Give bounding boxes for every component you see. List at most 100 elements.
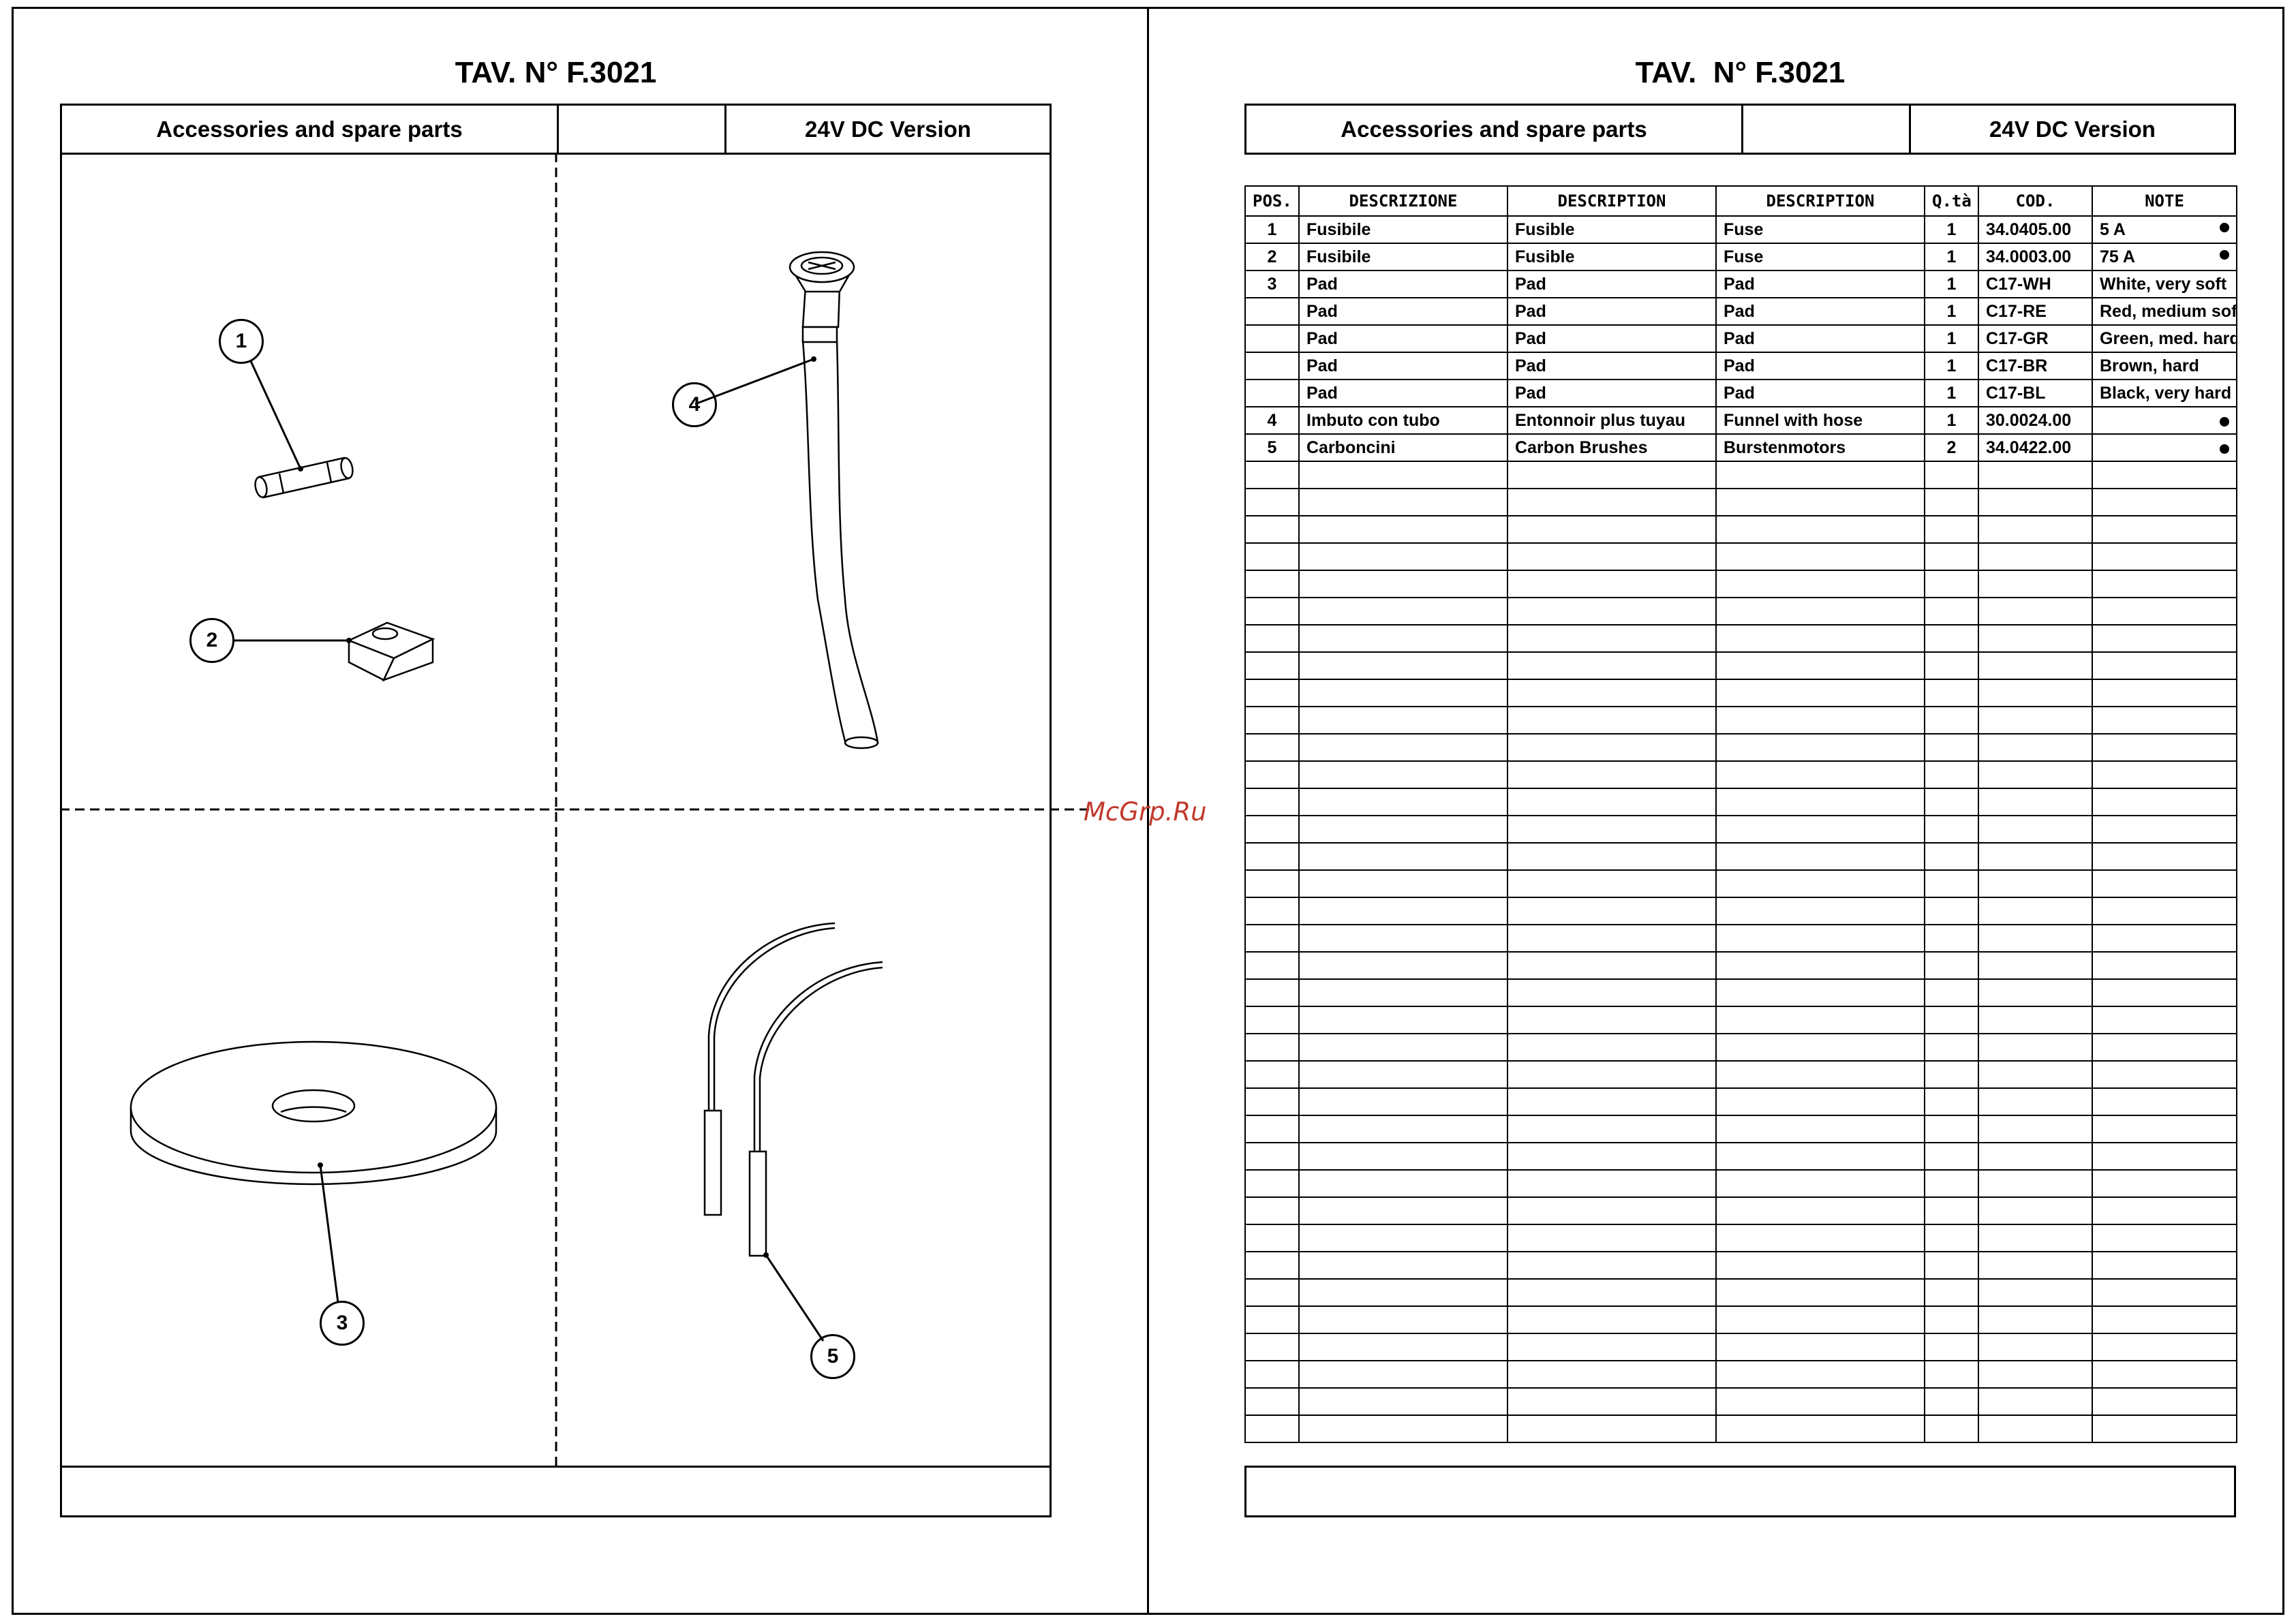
table-cell-empty [1298,706,1508,735]
table-cell-empty [1978,760,2093,789]
cell-text: Pad [1515,328,1546,348]
table-cell-empty [1924,1278,1979,1307]
table-cell-empty [1924,760,1979,789]
table-cell-qty: 1 [1924,297,1979,326]
table-cell-empty [1978,1251,2093,1280]
table-cell-empty [1507,1278,1717,1307]
table-cell-empty [1298,815,1508,844]
table-cell-qty: 1 [1924,379,1979,407]
right-header-accessories: Accessories and spare parts [1246,106,1743,153]
cell-text: 1 [1946,328,1957,348]
table-cell-empty [1924,1142,1979,1171]
table-row-empty [1244,488,2237,516]
table-cell-empty [1978,788,2093,816]
table-cell-empty [1298,1333,1508,1361]
table-cell-empty [1924,515,1979,544]
table-cell-empty [1924,869,1979,898]
table-cell-empty [1244,1360,1300,1389]
table-cell-empty [1978,897,2093,925]
table-cell-fr: Fusible [1507,215,1717,244]
table-cell-en: Pad [1715,324,1925,353]
cell-text: Pad [1515,356,1546,375]
cell-text: C17-RE [1986,301,2047,321]
table-cell-empty [1507,951,1717,980]
table-row-empty [1244,461,2237,489]
col-description-en: DESCRIPTION [1715,185,1925,217]
cell-text: 34.0003.00 [1986,247,2072,266]
pad-disc-drawing [129,1040,498,1186]
table-cell-empty [1298,1415,1508,1443]
table-cell-empty [1978,1224,2093,1252]
table-cell-empty [1924,1251,1979,1280]
table-cell-empty [1507,570,1717,598]
table-cell-empty [1298,1060,1508,1089]
table-cell-it: Pad [1298,379,1508,407]
carbon-brushes-drawing [703,922,883,1257]
table-cell-empty [1244,1142,1300,1171]
table-cell-empty [1507,924,1717,953]
table-cell-empty [1507,1333,1717,1361]
table-cell-empty [1507,515,1717,544]
table-cell-pos [1244,379,1300,407]
cell-text: Funnel with hose [1724,410,1863,430]
table-cell-empty [1978,597,2093,625]
table-cell-empty [2092,1142,2237,1171]
table-cell-note: 75 A [2092,243,2237,271]
table-cell-empty [1298,1305,1508,1334]
table-cell-empty [1244,542,1300,571]
table-cell-empty [1924,951,1979,980]
table-cell-empty [1298,897,1508,925]
table-cell-empty [1298,1169,1508,1198]
table-cell-empty [1978,679,2093,707]
table-cell-empty [1978,869,2093,898]
cell-text: Pad [1724,301,1755,321]
table-cell-empty [1924,706,1979,735]
table-cell-empty [1244,1333,1300,1361]
table-cell-empty [1507,1142,1717,1171]
table-cell-empty [1715,1060,1925,1089]
table-cell-empty [1715,788,1925,816]
right-footer-box [1244,1466,2236,1517]
table-cell-empty [1244,1060,1300,1089]
table-cell-empty [1978,1169,2093,1198]
table-cell-fr: Pad [1507,297,1717,326]
table-cell-empty [1715,597,1925,625]
table-cell-empty [1924,1415,1979,1443]
table-cell-empty [1978,1060,2093,1089]
table-cell-empty [1978,733,2093,762]
table-cell-empty [1244,515,1300,544]
table-cell-empty [1924,461,1979,489]
cell-text: Fusibile [1306,219,1371,239]
table-cell-empty [2092,1333,2237,1361]
table-cell-empty [1715,924,1925,953]
cell-text: Brown, hard [2100,356,2199,375]
table-cell-empty [2092,1115,2237,1143]
cell-text: Pad [1515,301,1546,321]
table-cell-qty: 1 [1924,324,1979,353]
cell-text: 1 [1946,274,1957,294]
table-cell-cod: 30.0024.00 [1978,406,2093,435]
table-cell-empty [1715,1087,1925,1116]
table-cell-empty [1507,1251,1717,1280]
table-row-empty [1244,1060,2237,1089]
right-header-blank [1743,106,1911,153]
table-cell-empty [2092,1087,2237,1116]
table-cell-empty [1507,978,1717,1007]
table-header-row: POS. DESCRIZIONE DESCRIPTION DESCRIPTION… [1244,185,2237,217]
cell-text: 34.0422.00 [1986,437,2072,457]
col-description-fr: DESCRIPTION [1507,185,1717,217]
table-cell-empty [1978,978,2093,1007]
col-qty: Q.tà [1924,185,1979,217]
table-cell-it: Imbuto con tubo [1298,406,1508,435]
table-cell-empty [1715,1360,1925,1389]
table-cell-it: Carboncini [1298,433,1508,462]
cell-text: 1 [1946,383,1957,403]
table-cell-empty [1507,1115,1717,1143]
cell-text: Pad [1306,301,1338,321]
left-page-title: TAV. N° F.3021 [455,56,657,89]
table-cell-note: Black, very hard [2092,379,2237,407]
right-header-bar: Accessories and spare parts 24V DC Versi… [1244,104,2236,155]
fuse-drawing [254,457,354,499]
table-cell-empty [1715,869,1925,898]
